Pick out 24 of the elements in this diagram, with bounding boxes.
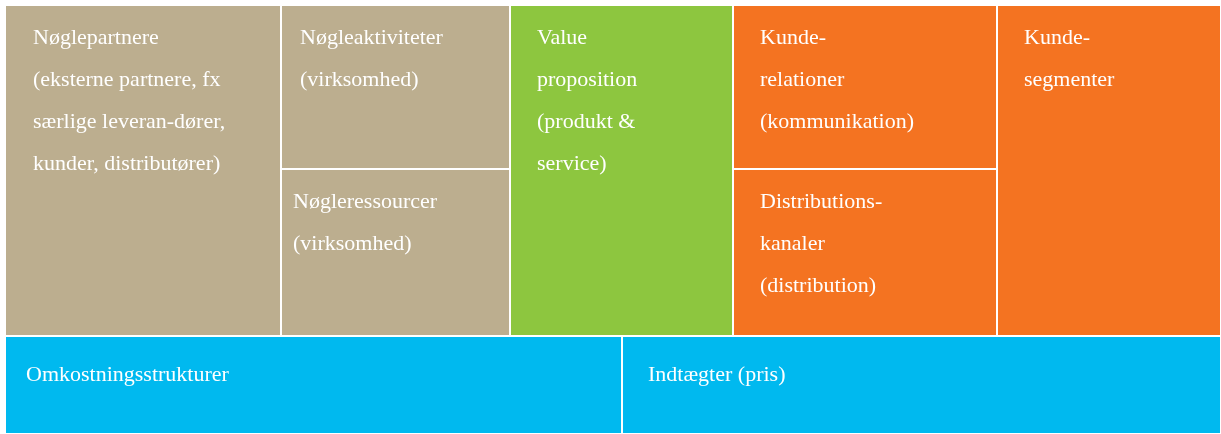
block-description: (kommunikation)	[760, 107, 915, 135]
block-heading: Nøglepartnere	[33, 23, 160, 51]
block-heading: Value proposition	[537, 23, 639, 93]
block-description: (distribution)	[760, 271, 878, 299]
canvas-block	[733, 169, 997, 336]
block-heading: Nøgleressourcer	[293, 187, 439, 215]
canvas-block	[733, 5, 997, 169]
block-description: (produkt & service)	[537, 107, 637, 177]
block-description: (eksterne partnere, fx særlige leveran-dører, kunder, distributører)	[33, 65, 227, 177]
canvas-block	[281, 169, 510, 336]
canvas-block	[510, 5, 733, 336]
block-heading: Indtægter (pris)	[648, 360, 787, 388]
canvas-block	[997, 5, 1221, 336]
canvas-block	[622, 336, 1221, 434]
canvas-block	[5, 336, 622, 434]
block-description: (virksomhed)	[300, 65, 420, 93]
block-heading: Kunde-segmenter	[1024, 23, 1116, 93]
block-heading: Distributions-kanaler	[760, 187, 884, 257]
canvas-block	[281, 5, 510, 169]
canvas-block	[5, 5, 281, 336]
block-description: (virksomhed)	[293, 229, 413, 257]
block-heading: Kunde-relationer	[760, 23, 846, 93]
block-heading: Omkostningsstrukturer	[26, 360, 230, 388]
block-heading: Nøgleaktiviteter	[300, 23, 444, 51]
